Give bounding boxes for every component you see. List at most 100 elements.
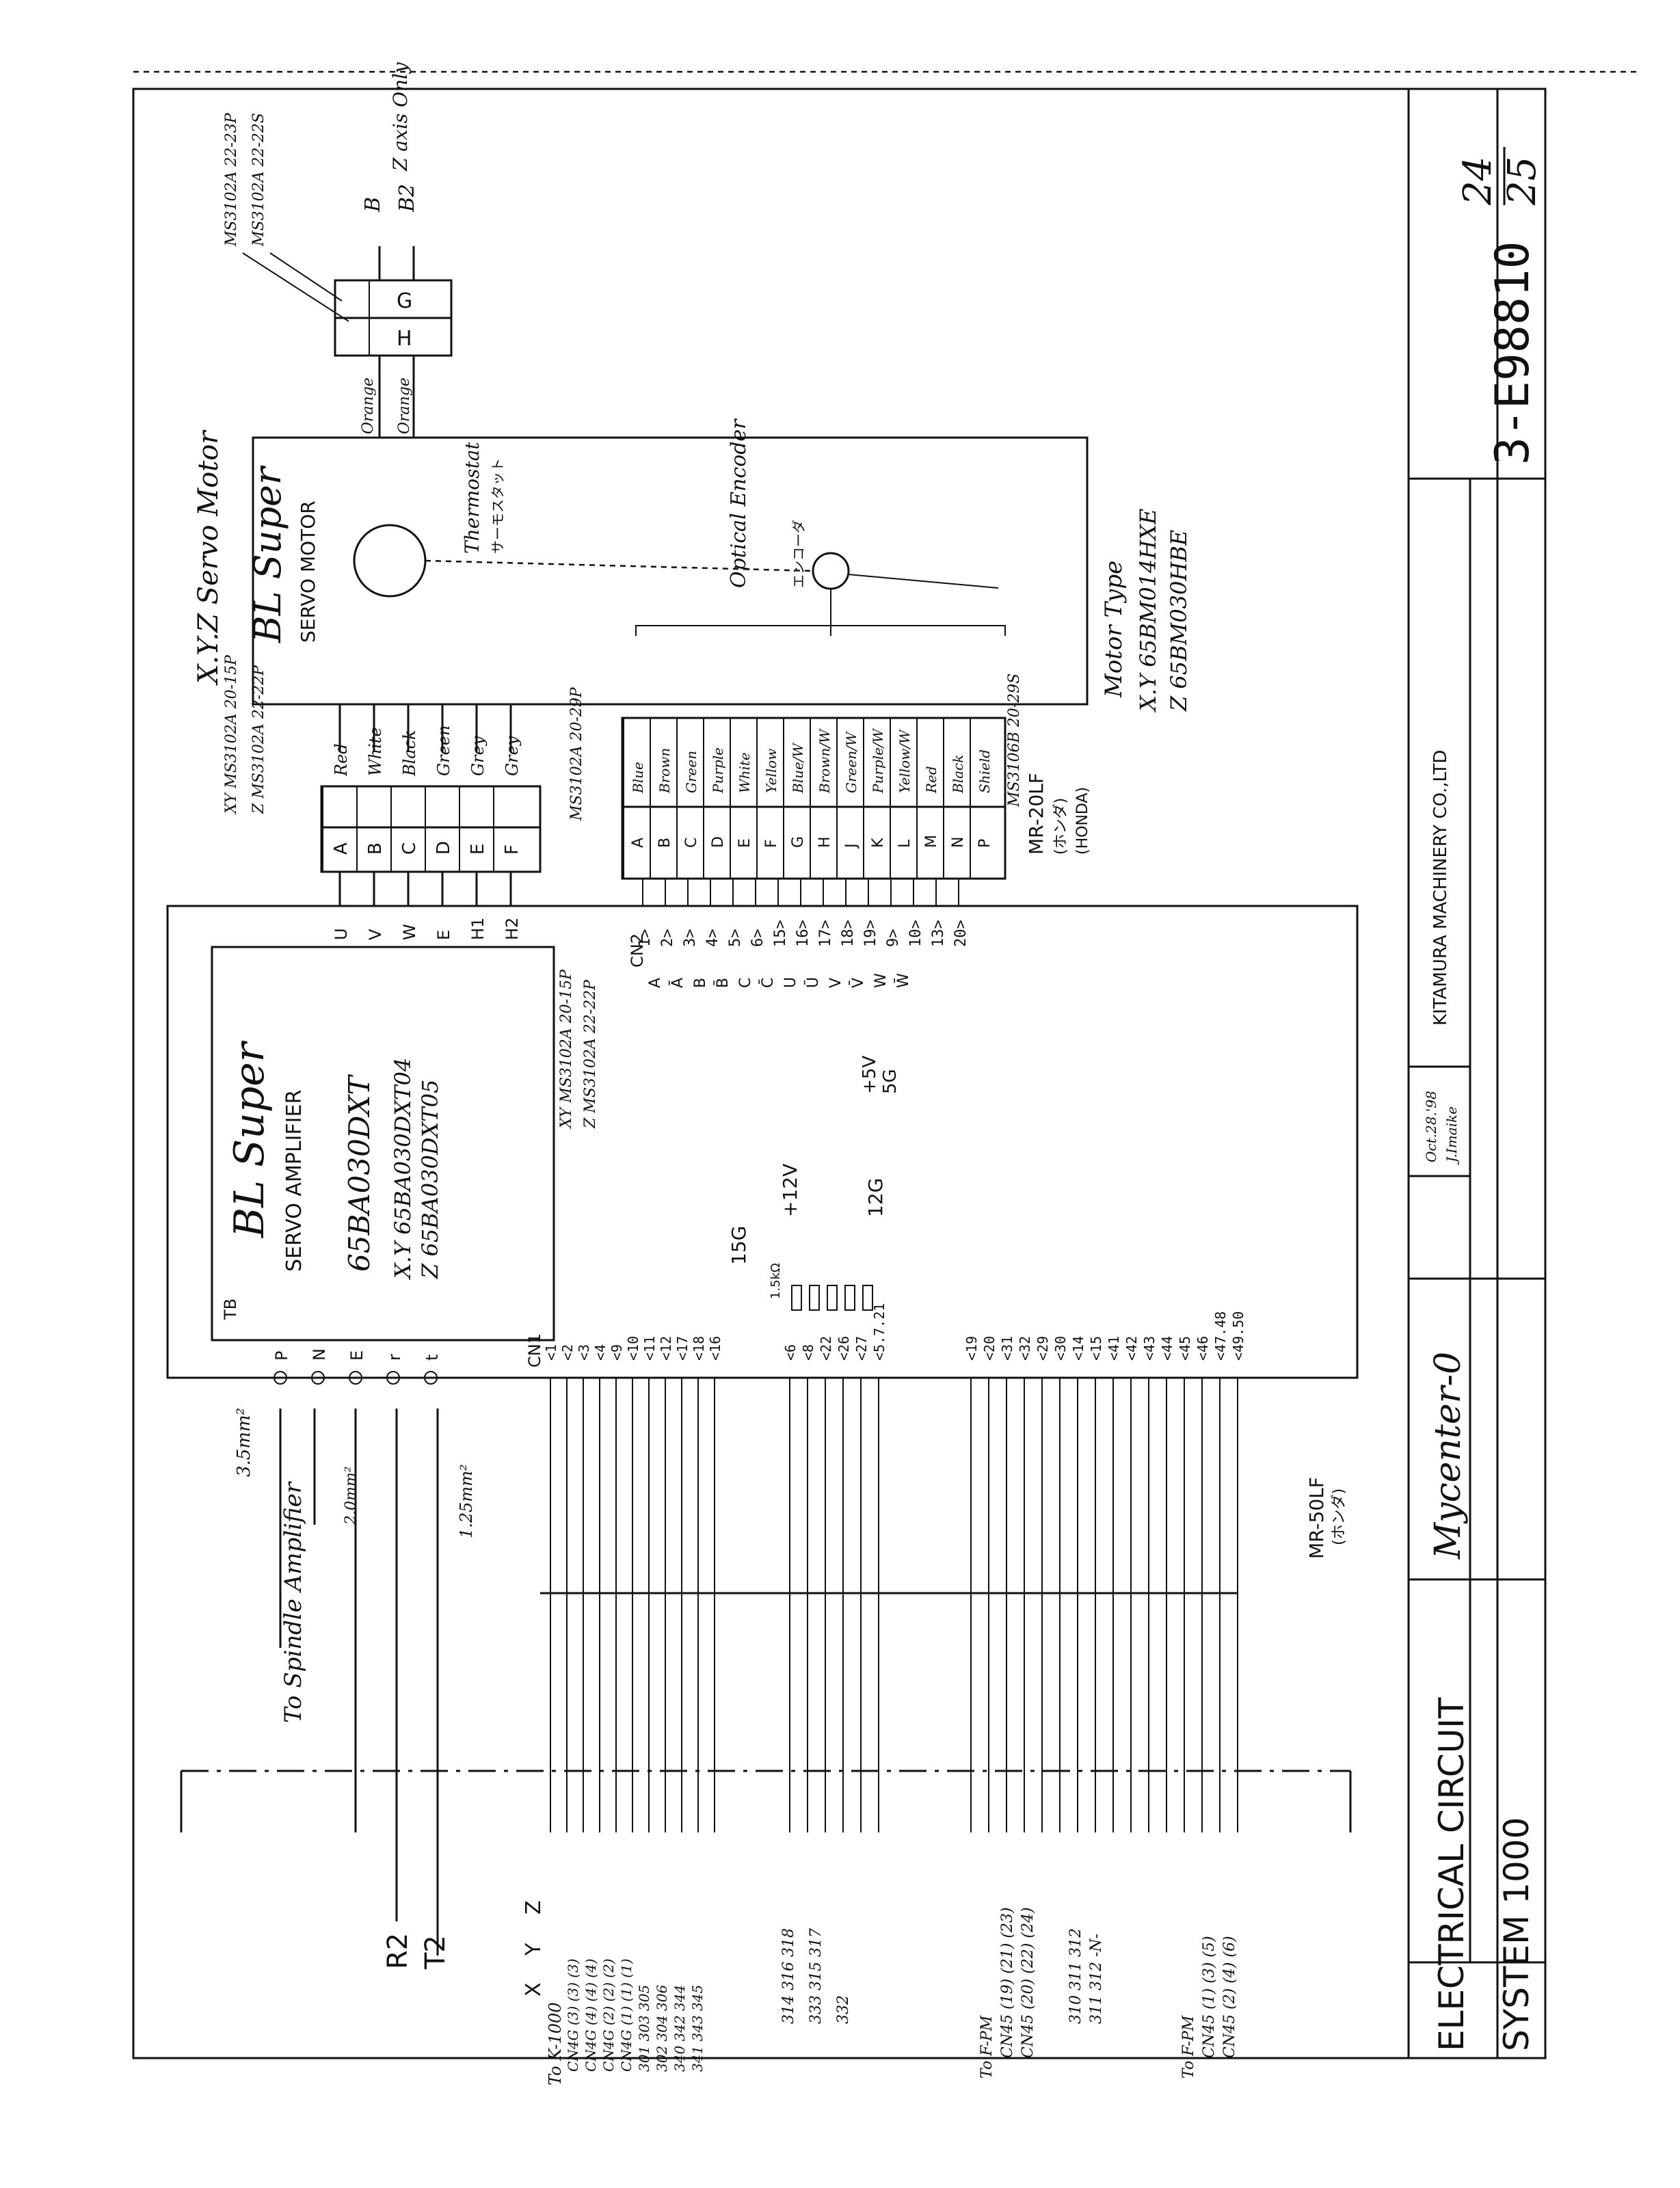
- tb-terminal-n: N: [310, 1348, 329, 1361]
- brake-part-1: MS3102A 22-23P: [223, 112, 240, 247]
- encoder-part-2: MS3102A 20-29P: [568, 686, 585, 821]
- power-wire-4: Grey: [468, 736, 488, 776]
- cn1-pin-32: <32: [1017, 1336, 1033, 1361]
- label-12v: +12V: [779, 1164, 801, 1217]
- cn2-pin-6: 6>: [749, 929, 766, 948]
- resistor-value: 1.5kΩ: [769, 1263, 783, 1299]
- cn2-signal-4: C: [737, 978, 754, 988]
- tb-label: TB: [221, 1298, 240, 1320]
- thermostat-label: Thermostat: [461, 442, 483, 554]
- group2-row-0: 314 316 318: [780, 1928, 797, 2024]
- tb-terminal-p: P: [272, 1351, 291, 1361]
- motor-type-z: Z 65BM030HBE: [1166, 530, 1192, 712]
- cn2-pin-16: 16>: [795, 920, 812, 947]
- cn1-pin-47-48: <47.48: [1212, 1311, 1229, 1361]
- fpm2-row-1: CN45 (2) (4) (6): [1221, 1936, 1238, 2058]
- encoder-wire-5: Yellow: [763, 749, 779, 793]
- drawing-border: [132, 88, 1499, 2059]
- brake-pin-out-b2: B2: [395, 184, 419, 213]
- label-15g: 15G: [728, 1226, 750, 1265]
- encoder-wire-2: Green: [683, 751, 699, 793]
- motor-terminal-u: U: [332, 928, 351, 940]
- encoder-wire-9: Purple/W: [870, 728, 886, 794]
- power-wire-5: Grey: [503, 736, 522, 776]
- motor-terminal-h1: H1: [468, 918, 488, 940]
- cn2-pin-19: 19>: [862, 920, 879, 947]
- encoder-pin-k: K: [870, 838, 887, 848]
- group2-row-1: 333 315 317: [808, 1928, 825, 2024]
- tb-terminal-e: E: [347, 1350, 366, 1361]
- amplifier-outer-box: [166, 905, 1359, 1379]
- servo-motor-box: [252, 436, 1089, 706]
- power-wire-1: White: [366, 727, 385, 776]
- cn1-pin-12: <12: [658, 1336, 674, 1361]
- power-pin-a: A: [331, 842, 351, 855]
- power-wire-3: Green: [434, 725, 453, 776]
- cn2-label: CN2: [628, 933, 647, 968]
- power-part-z: Z MS3102A 22-22P: [250, 665, 267, 814]
- cn1-pin-30: <30: [1052, 1336, 1069, 1361]
- power-pin-e: E: [468, 844, 488, 855]
- fpm1-destination: To F-PM: [978, 2015, 996, 2079]
- cn2-pin-1: 1>: [637, 929, 654, 948]
- encoder-wire-4: White: [736, 752, 753, 793]
- resistor: [809, 1285, 820, 1311]
- encoder-wire-10: Yellow/W: [896, 729, 913, 793]
- cn1-pin-17: <17: [674, 1336, 691, 1361]
- encoder-pin-d: D: [710, 836, 727, 848]
- amplifier-brand: BL Super: [226, 1040, 274, 1238]
- cn2-signal-3: B̄: [714, 978, 732, 988]
- cn1-pin-19: <19: [963, 1336, 980, 1361]
- spindle-label: To Spindle Amplifier: [280, 1481, 307, 1723]
- resistor: [862, 1285, 873, 1311]
- cn1-pin-6: <6: [782, 1344, 799, 1361]
- fpm1-row-1: CN45 (20) (22) (24): [1019, 1907, 1037, 2058]
- encoder-pin-g: G: [790, 836, 807, 848]
- encoder-plug-mfr: (HONDA): [1074, 787, 1091, 855]
- encoder-wire-13: Shield: [976, 749, 993, 793]
- group3-row-0: 310 311 312: [1067, 1928, 1084, 2024]
- encoder-pin-h: H: [816, 836, 834, 848]
- cn2-pin-4: 4>: [704, 929, 721, 948]
- cn1-pin-9: <9: [609, 1344, 625, 1361]
- encoder-wire-1: Brown: [656, 748, 673, 794]
- resistor: [844, 1285, 855, 1311]
- power-part-xy: XY MS3102A 20-15P: [223, 654, 240, 815]
- encoder-part: MS3106B 20-29S: [1006, 673, 1023, 808]
- servo-amplifier: BL Super SERVO AMPLIFIER 65BA030DXT X.Y …: [166, 905, 1359, 1385]
- motor-terminal-h2: H2: [503, 918, 522, 940]
- supply-5g: 5G: [880, 1069, 901, 1094]
- brake-wire-1: Orange: [360, 377, 377, 434]
- drawing-subtitle: SYSTEM 1000: [1497, 1817, 1536, 2051]
- servo-motor: X.Y.Z Servo Motor BL Super SERVO MOTOR T…: [193, 418, 1192, 713]
- axis-head-x: X: [522, 1982, 546, 1997]
- resistor: [791, 1285, 802, 1311]
- motor-type-xy: X.Y 65BM014HXE: [1135, 509, 1161, 713]
- sheets-total: 25: [1500, 157, 1545, 206]
- drawing-title: ELECTRICAL CIRCUIT: [1432, 1697, 1471, 2051]
- cn2-pin-18: 18>: [840, 920, 857, 947]
- k1000-row-4: 301 303 305: [636, 1985, 652, 2072]
- cn2-pin-9: 9>: [885, 929, 902, 948]
- tb-terminal-r: r: [385, 1354, 404, 1361]
- motor-encoder-coupling: [425, 559, 814, 572]
- cn1-plug: MR-50LF: [1305, 1477, 1328, 1559]
- encoder-pin-m: M: [923, 835, 940, 848]
- encoder-wire-3: Purple: [710, 747, 726, 794]
- cn1-pin-44: <44: [1159, 1336, 1175, 1361]
- power-pin-b: B: [365, 842, 386, 855]
- date-stamp: Oct.28.'98: [1423, 1091, 1439, 1162]
- encoder-pin-b: B: [656, 838, 674, 848]
- cn2-signal-5: C̄: [759, 978, 777, 988]
- r2-label: R2: [382, 1933, 414, 1969]
- cn2-signal-10: W: [872, 973, 890, 988]
- encoder-symbol: [812, 552, 850, 590]
- cn1-pin-11: <11: [641, 1336, 658, 1361]
- encoder-plug: MR-20LF: [1025, 773, 1048, 855]
- tb-terminal-circle: [274, 1371, 287, 1385]
- k1000-row-0: CN4G (3) (3) (3): [565, 1958, 581, 2072]
- cn2-signal-9: V̄: [849, 978, 867, 988]
- k1000-row-5: 302 304 306: [654, 1984, 670, 2072]
- tb-terminal-circle: [386, 1371, 400, 1385]
- encoder-pin-c: C: [683, 838, 700, 848]
